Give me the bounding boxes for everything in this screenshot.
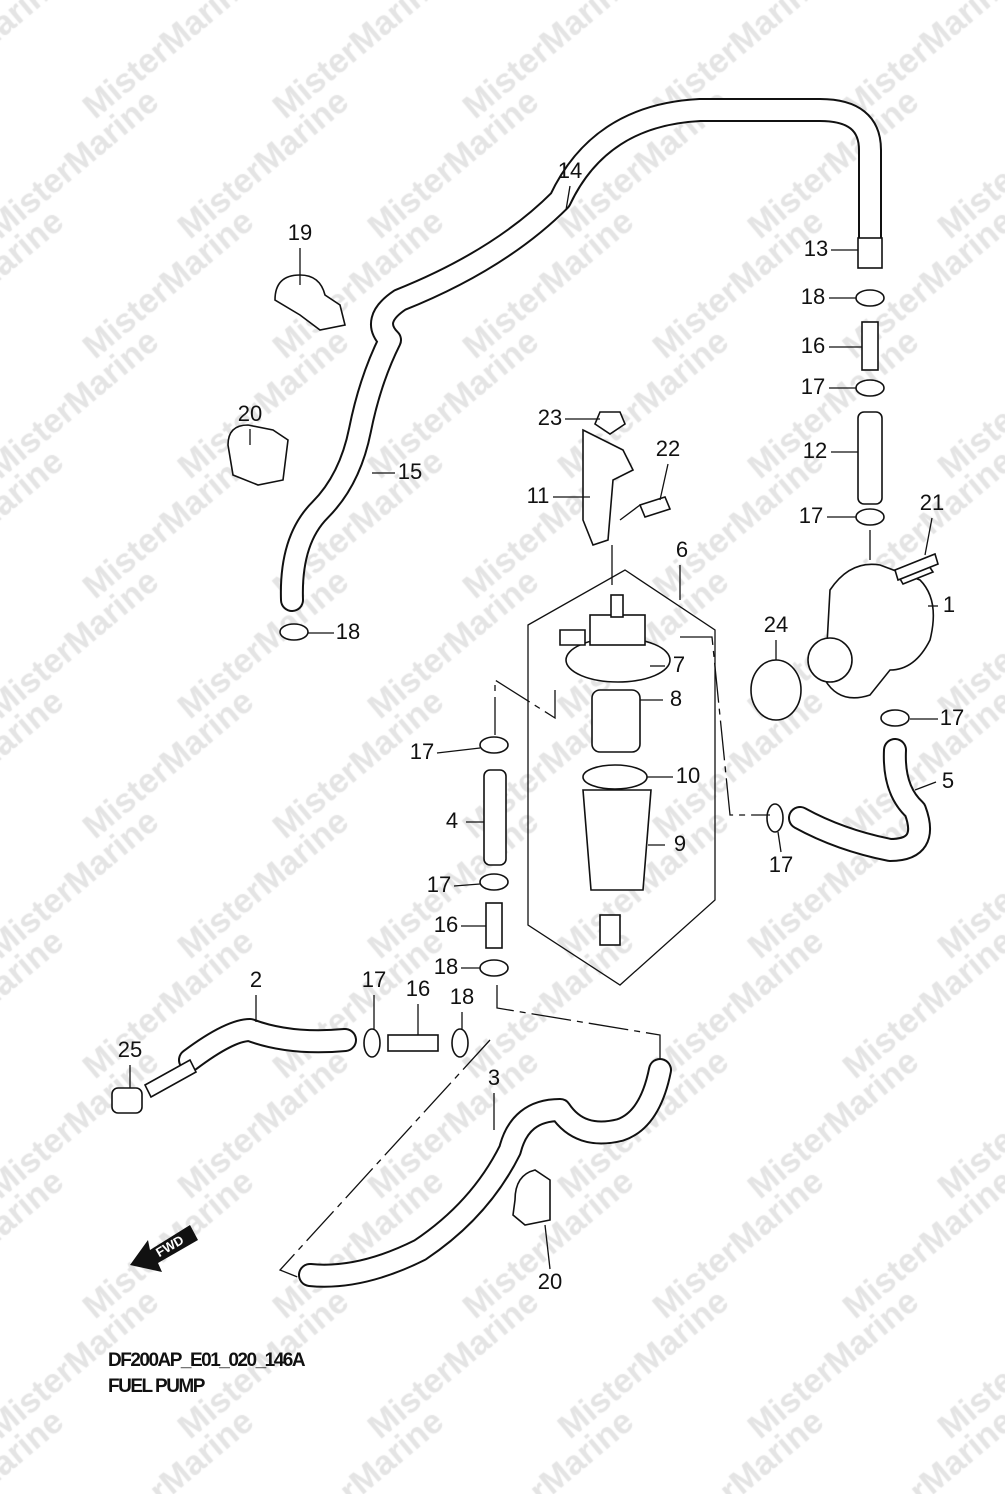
callout-1: 1 xyxy=(943,592,955,617)
callout-17: 17 xyxy=(801,374,825,399)
filter-element-8 xyxy=(591,689,641,753)
callout-23: 23 xyxy=(538,405,562,430)
o-ring-10 xyxy=(582,764,648,790)
callout-8: 8 xyxy=(670,686,682,711)
leader-lines xyxy=(129,185,938,1270)
connector xyxy=(599,914,621,946)
hose-2 xyxy=(178,1018,357,1072)
callout-11: 11 xyxy=(527,483,550,508)
cap-25 xyxy=(111,1087,143,1114)
callout-20: 20 xyxy=(538,1269,562,1294)
callout-18: 18 xyxy=(336,619,360,644)
callout-17: 17 xyxy=(410,739,434,764)
callout-24: 24 xyxy=(764,612,788,637)
clamp-17 xyxy=(479,873,509,891)
clamp-18 xyxy=(855,289,885,307)
hose-4 xyxy=(483,769,507,866)
callout-10: 10 xyxy=(676,763,700,788)
callout-17: 17 xyxy=(940,705,964,730)
callout-13: 13 xyxy=(804,236,828,261)
callout-17: 17 xyxy=(362,967,386,992)
hose-5 xyxy=(788,738,931,862)
callout-4: 4 xyxy=(446,808,458,833)
callout-17: 17 xyxy=(799,503,823,528)
callout-3: 3 xyxy=(488,1065,500,1090)
bolt-21 xyxy=(894,552,939,582)
callout-5: 5 xyxy=(942,768,954,793)
callout-19: 19 xyxy=(288,220,312,245)
clamp-17 xyxy=(766,803,784,833)
fuel-pump-1 xyxy=(807,559,935,699)
clamp-17 xyxy=(363,1028,381,1058)
callout-2: 2 xyxy=(250,967,262,992)
diagram-title: FUEL PUMP xyxy=(108,1376,205,1397)
clip-20-upper xyxy=(227,424,289,486)
fwd-arrow-icon: FWD xyxy=(130,1225,198,1272)
hose-14-15 xyxy=(279,98,882,612)
callout-21: 21 xyxy=(920,490,944,515)
bolt-22 xyxy=(638,496,672,518)
fitting-16 xyxy=(387,1034,439,1052)
callout-16: 16 xyxy=(406,976,430,1001)
callout-15: 15 xyxy=(398,459,422,484)
callout-16: 16 xyxy=(434,912,458,937)
clip-20-lower xyxy=(512,1169,551,1226)
callout-16: 16 xyxy=(801,333,825,358)
clamp-18 xyxy=(279,623,309,641)
hose-13 xyxy=(857,237,883,269)
fitting-16 xyxy=(861,321,879,371)
callout-14: 14 xyxy=(558,158,582,183)
fitting-16 xyxy=(485,902,503,949)
nut-23 xyxy=(594,411,626,435)
callout-9: 9 xyxy=(674,831,686,856)
callout-25: 25 xyxy=(118,1037,142,1062)
callout-labels: 14 19 13 18 16 17 23 12 22 20 15 11 21 1… xyxy=(118,158,964,1294)
filter-head-7 xyxy=(559,594,671,683)
callout-17: 17 xyxy=(427,872,451,897)
clamp-18 xyxy=(479,959,509,977)
clip-19 xyxy=(274,274,346,331)
callout-7: 7 xyxy=(673,652,685,677)
callout-18: 18 xyxy=(450,984,474,1009)
callout-20: 20 xyxy=(238,401,262,426)
o-ring-24 xyxy=(750,659,802,721)
callout-17: 17 xyxy=(769,852,793,877)
clamp-18 xyxy=(451,1028,469,1058)
clamp-17 xyxy=(880,709,910,727)
diagram-code: DF200AP_E01_020_146A xyxy=(108,1350,306,1371)
clamp-17 xyxy=(855,508,885,526)
callout-22: 22 xyxy=(656,436,680,461)
callout-18: 18 xyxy=(801,284,825,309)
filter-case-9 xyxy=(582,789,652,891)
assembly-6-outline xyxy=(527,569,716,986)
callout-18: 18 xyxy=(434,954,458,979)
callout-12: 12 xyxy=(803,438,827,463)
callout-6: 6 xyxy=(676,537,688,562)
hose-3 xyxy=(298,1058,672,1288)
clamp-17 xyxy=(855,379,885,397)
clamp-17 xyxy=(479,736,509,754)
connector xyxy=(143,1058,198,1099)
bracket-11 xyxy=(582,428,635,546)
hose-12 xyxy=(857,411,883,505)
